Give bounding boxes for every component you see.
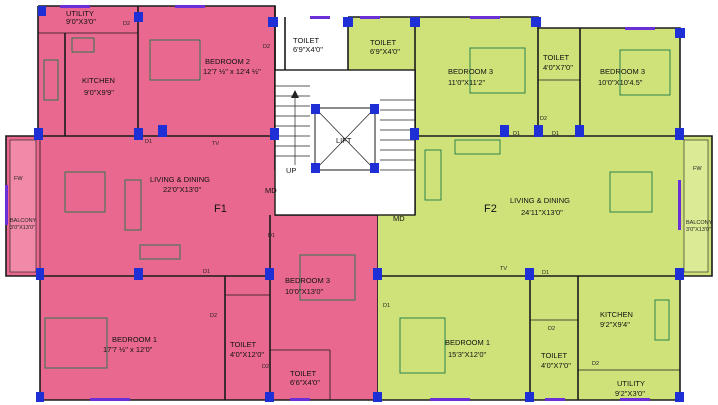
f2-toilet-top-dim: 6'9"X4'0" bbox=[370, 47, 400, 56]
f2-fw-tag: FW bbox=[693, 166, 702, 172]
f2-tv-tag: TV bbox=[500, 266, 507, 272]
f1-d2-tag-d: D2 bbox=[262, 364, 269, 370]
f2-d2-tag-b: D2 bbox=[548, 326, 555, 332]
stair-up-label: UP bbox=[286, 166, 296, 175]
f1-toilet-top-name: TOILET bbox=[293, 36, 320, 45]
f2-d1-tag-d: D1 bbox=[383, 303, 390, 309]
f2-bedroom3b-dim: 10'0"X10'4.5" bbox=[598, 78, 643, 87]
f1-living-dim: 22'0"X13'0" bbox=[163, 185, 202, 194]
f1-kitchen-dim: 9'0"X9'9" bbox=[84, 88, 114, 97]
f1-toilet-mid-name: TOILET bbox=[230, 340, 257, 349]
f2-bedroom3b-name: BEDROOM 3 bbox=[600, 67, 645, 76]
f2-kitchen-name: KITCHEN bbox=[600, 310, 633, 319]
f1-d1-tag-a: D1 bbox=[145, 139, 152, 145]
f2-living-dim: 24'11"X13'0" bbox=[521, 208, 563, 217]
f2-main-door-label: MD bbox=[393, 214, 405, 223]
f1-toilet-mid-dim: 4'0"X12'0" bbox=[230, 350, 264, 359]
f2-d1-tag-b: D1 bbox=[552, 131, 559, 137]
f2-toilet-small-name: TOILET bbox=[543, 53, 570, 62]
lift-label: LIFT bbox=[336, 136, 352, 145]
f1-balcony-name: BALCONY bbox=[10, 218, 37, 224]
f1-toilet-bottom-name: TOILET bbox=[290, 369, 317, 378]
f1-d2-tag-a: D2 bbox=[123, 21, 130, 27]
f1-utility-name: UTILITY bbox=[66, 9, 94, 18]
f1-bedroom1-name: BEDROOM 1 bbox=[112, 335, 157, 344]
f2-bedroom3a-dim: 11'0"X11'2" bbox=[448, 78, 485, 87]
windows bbox=[5, 5, 681, 401]
structural-columns bbox=[34, 6, 685, 402]
furniture bbox=[43, 37, 671, 374]
core-stair-lift bbox=[274, 69, 416, 216]
f1-bedroom2-name: BEDROOM 2 bbox=[205, 57, 250, 66]
f1-bedroom2-dim: 12'7 ½" x 12'4 ½" bbox=[203, 67, 261, 76]
f1-unit-tag: F1 bbox=[214, 203, 227, 215]
f2-toilet-bottom-name: TOILET bbox=[541, 351, 568, 360]
f2-toilet-top-name: TOILET bbox=[370, 38, 397, 47]
f1-toilet-top-dim: 6'9"X4'0" bbox=[293, 45, 323, 54]
f1-main-door-label: MD bbox=[265, 186, 277, 195]
f2-utility-name: UTILITY bbox=[617, 379, 645, 388]
f1-d1-tag-c: D1 bbox=[203, 269, 210, 275]
f1-d2-tag-b: D2 bbox=[263, 44, 270, 50]
f1-tv-tag: TV bbox=[212, 141, 219, 147]
f1-fw-tag: FW bbox=[14, 176, 23, 182]
f1-bedroom3-dim: 10'0"X13'0" bbox=[285, 287, 324, 296]
f1-balcony-dim: 3'0"X13'0" bbox=[10, 225, 35, 231]
f1-living-name: LIVING & DINING bbox=[150, 175, 210, 184]
f2-kitchen-dim: 9'2"X9'4" bbox=[600, 320, 630, 329]
f1-d1-tag-b: D1 bbox=[268, 233, 275, 239]
f2-balcony-name: BALCONY bbox=[686, 220, 713, 226]
f1-labels: UTILITY 9'0"X3'0" KITCHEN 9'0"X9'9" BEDR… bbox=[10, 9, 330, 387]
f1-bedroom3-name: BEDROOM 3 bbox=[285, 276, 330, 285]
f2-living-name: LIVING & DINING bbox=[510, 196, 570, 205]
f2-d1-tag-c: D1 bbox=[542, 270, 549, 276]
f2-labels: TOILET 6'9"X4'0" BEDROOM 3 11'0"X11'2" T… bbox=[370, 38, 713, 398]
f2-balcony-dim: 3'0"X13'0" bbox=[686, 227, 711, 233]
f1-toilet-bottom-dim: 6'6"X4'0" bbox=[290, 378, 320, 387]
f1-bedroom1-dim: 17'7 ½" x 12'0" bbox=[103, 345, 153, 354]
f2-d2-tag-c: D2 bbox=[592, 361, 599, 367]
f1-d2-tag-c: D2 bbox=[210, 313, 217, 319]
f1-kitchen-name: KITCHEN bbox=[82, 76, 115, 85]
f2-toilet-bottom-dim: 4'0"X7'0" bbox=[541, 361, 571, 370]
f2-utility-dim: 9'2"X3'0" bbox=[615, 389, 645, 398]
f2-toilet-small-dim: 4'0"X7'0" bbox=[543, 63, 573, 72]
f2-bedroom3a-name: BEDROOM 3 bbox=[448, 67, 493, 76]
f1-utility-dim: 9'0"X3'0" bbox=[66, 17, 96, 26]
f2-unit-tag: F2 bbox=[484, 203, 497, 215]
f2-bedroom1-name: BEDROOM 1 bbox=[445, 338, 490, 347]
f2-d1-tag-a: D1 bbox=[513, 131, 520, 137]
f2-d2-tag-a: D2 bbox=[540, 116, 547, 122]
f2-bedroom1-dim: 15'3"X12'0" bbox=[448, 350, 487, 359]
core-labels: LIFT UP MD MD bbox=[265, 136, 405, 223]
